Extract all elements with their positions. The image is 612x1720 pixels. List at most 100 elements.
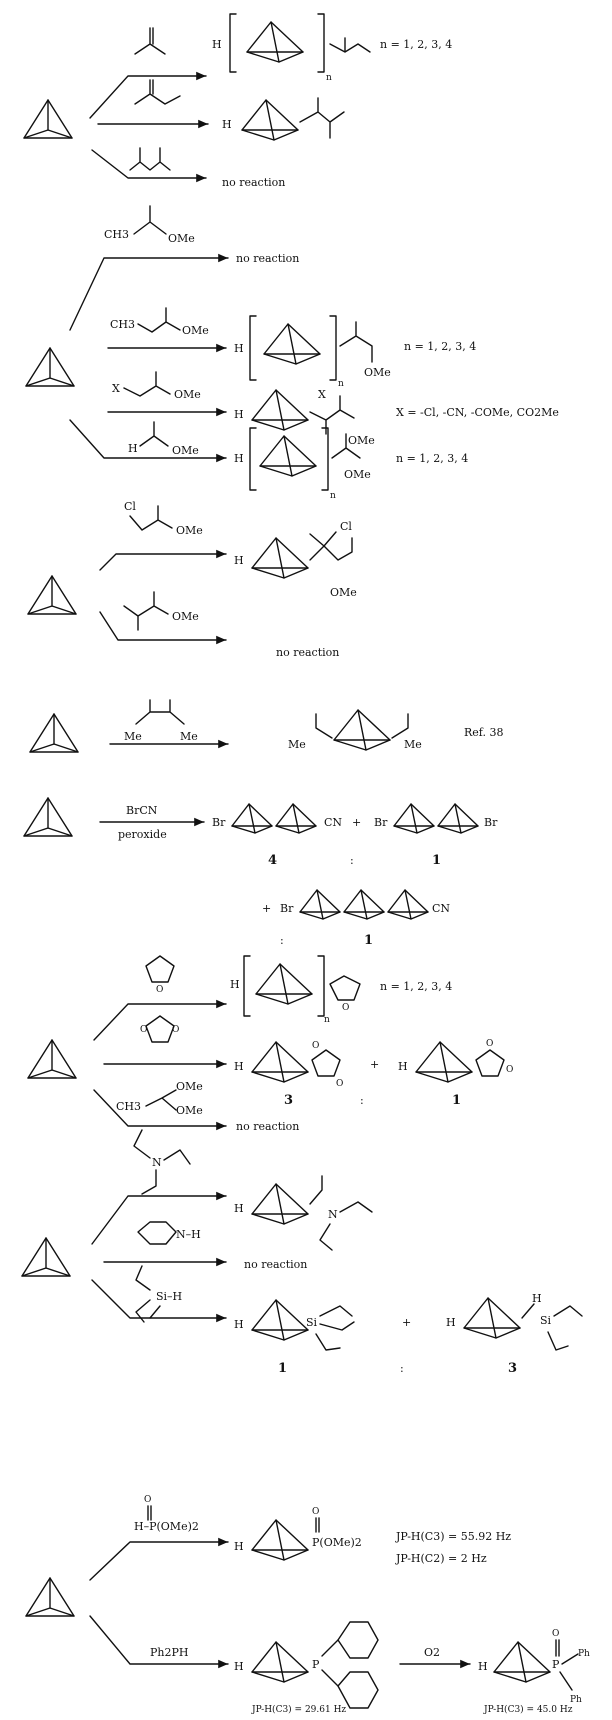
label-br: Br [374, 816, 388, 829]
bond-line [521, 1303, 535, 1319]
bond-line [547, 1305, 583, 1351]
label-x: X [318, 388, 326, 401]
molecule-fragment [27, 575, 77, 615]
molecule-fragment [387, 889, 429, 920]
label-o: O [342, 1003, 349, 1013]
label-ch3: CH3 [116, 1100, 141, 1113]
molecule-fragment [493, 1641, 551, 1683]
label-ratio-3: 3 [508, 1361, 517, 1376]
bond-line [329, 975, 361, 1001]
label-o: O [486, 1039, 493, 1049]
bond-line [69, 419, 227, 463]
bond-line [475, 1049, 505, 1077]
label-ome: OMe [168, 232, 195, 245]
bond-line [91, 1191, 227, 1245]
label-h: H [398, 1060, 408, 1073]
bond-line [559, 1653, 579, 1691]
label-ch3: CH3 [104, 228, 129, 241]
molecule-fragment [437, 803, 479, 834]
label-no-reaction: no reaction [236, 252, 299, 265]
bond-line [337, 1671, 379, 1709]
label-no-reaction: no reaction [222, 176, 285, 189]
molecule-fragment [275, 803, 317, 834]
label-n-range: n = 1, 2, 3, 4 [404, 340, 476, 353]
arrow [91, 149, 207, 183]
label-cl: Cl [340, 520, 352, 533]
label-h: H [234, 1060, 244, 1073]
molecule-fragment [241, 99, 299, 141]
molecule-fragment [463, 1297, 521, 1339]
label-o: O [312, 1041, 319, 1051]
label-ref: Ref. 38 [464, 726, 503, 739]
bond-line [145, 1015, 175, 1043]
block-amines-silanes: N N–H Si–H H N no reaction H Si + H H Si… [21, 1129, 583, 1376]
label-n-atom: N [152, 1156, 162, 1169]
molecule-fragment [299, 889, 341, 920]
label-plus: + [370, 1058, 379, 1071]
bond-line [133, 1129, 191, 1195]
molecule-fragment [23, 797, 73, 837]
bond-line [339, 321, 373, 363]
block-brcn: BrCN peroxide Br CN + Br Br 4 : 1 + Br C… [23, 797, 498, 948]
label-p: P [552, 1658, 560, 1671]
bond-line [243, 955, 325, 1017]
bond-line [93, 1089, 227, 1131]
label-ph: Ph [570, 1695, 582, 1705]
bond-line [133, 205, 167, 235]
label-o: O [552, 1629, 559, 1639]
label-sih: Si–H [156, 1290, 182, 1303]
molecule-fragment [415, 1041, 473, 1083]
label-si: Si [306, 1316, 318, 1329]
label-o: O [312, 1507, 319, 1517]
reagent-acetone [134, 27, 166, 55]
bond-line [311, 1049, 341, 1077]
label-cn: CN [432, 902, 450, 915]
label-h: H [234, 452, 244, 465]
label-o: O [156, 985, 163, 995]
bond-line [391, 713, 409, 739]
label-h: H [128, 442, 138, 455]
label-o: O [506, 1065, 513, 1075]
label-ratio-4: 4 [268, 853, 277, 868]
label-ratio-1: 1 [364, 933, 373, 948]
label-n-range: n = 1, 2, 3, 4 [380, 38, 452, 51]
bond-line [123, 371, 171, 397]
bond-line [145, 1089, 177, 1111]
molecule-fragment [251, 1641, 309, 1683]
label-ome: OMe [176, 1080, 203, 1093]
bond-line [99, 549, 227, 571]
label-ch3: CH3 [110, 318, 135, 331]
propellane [23, 99, 73, 139]
bond-line [129, 505, 173, 531]
label-cl: Cl [124, 500, 136, 513]
molecule-fragment [393, 803, 435, 834]
label-h: H [234, 554, 244, 567]
label-ome: OMe [172, 610, 199, 623]
bond-line [249, 427, 329, 491]
bond-line [135, 1265, 161, 1323]
molecule-fragment [231, 803, 273, 834]
label-ome: OMe [176, 1104, 203, 1117]
bond-line [147, 1505, 152, 1521]
label-h: H [230, 978, 240, 991]
label-h: H [212, 38, 222, 51]
label-plus: + [262, 902, 271, 915]
molecule-fragment [21, 1237, 71, 1277]
label-h: H [222, 118, 232, 131]
label-br: Br [484, 816, 498, 829]
label-me: Me [124, 730, 142, 743]
molecule-fragment [246, 21, 304, 63]
label-n: n [338, 379, 344, 389]
molecule-fragment [29, 713, 79, 753]
molecule-fragment [251, 1519, 309, 1561]
bond-line [309, 531, 353, 561]
label-plus: + [402, 1316, 411, 1329]
molecule-fragment [251, 1183, 309, 1225]
bond-line [139, 421, 169, 447]
bond-line [93, 999, 227, 1041]
label-n: n [324, 1015, 330, 1025]
label-si: Si [540, 1314, 552, 1327]
molecule-fragment [251, 537, 309, 579]
bond-line [315, 713, 333, 739]
